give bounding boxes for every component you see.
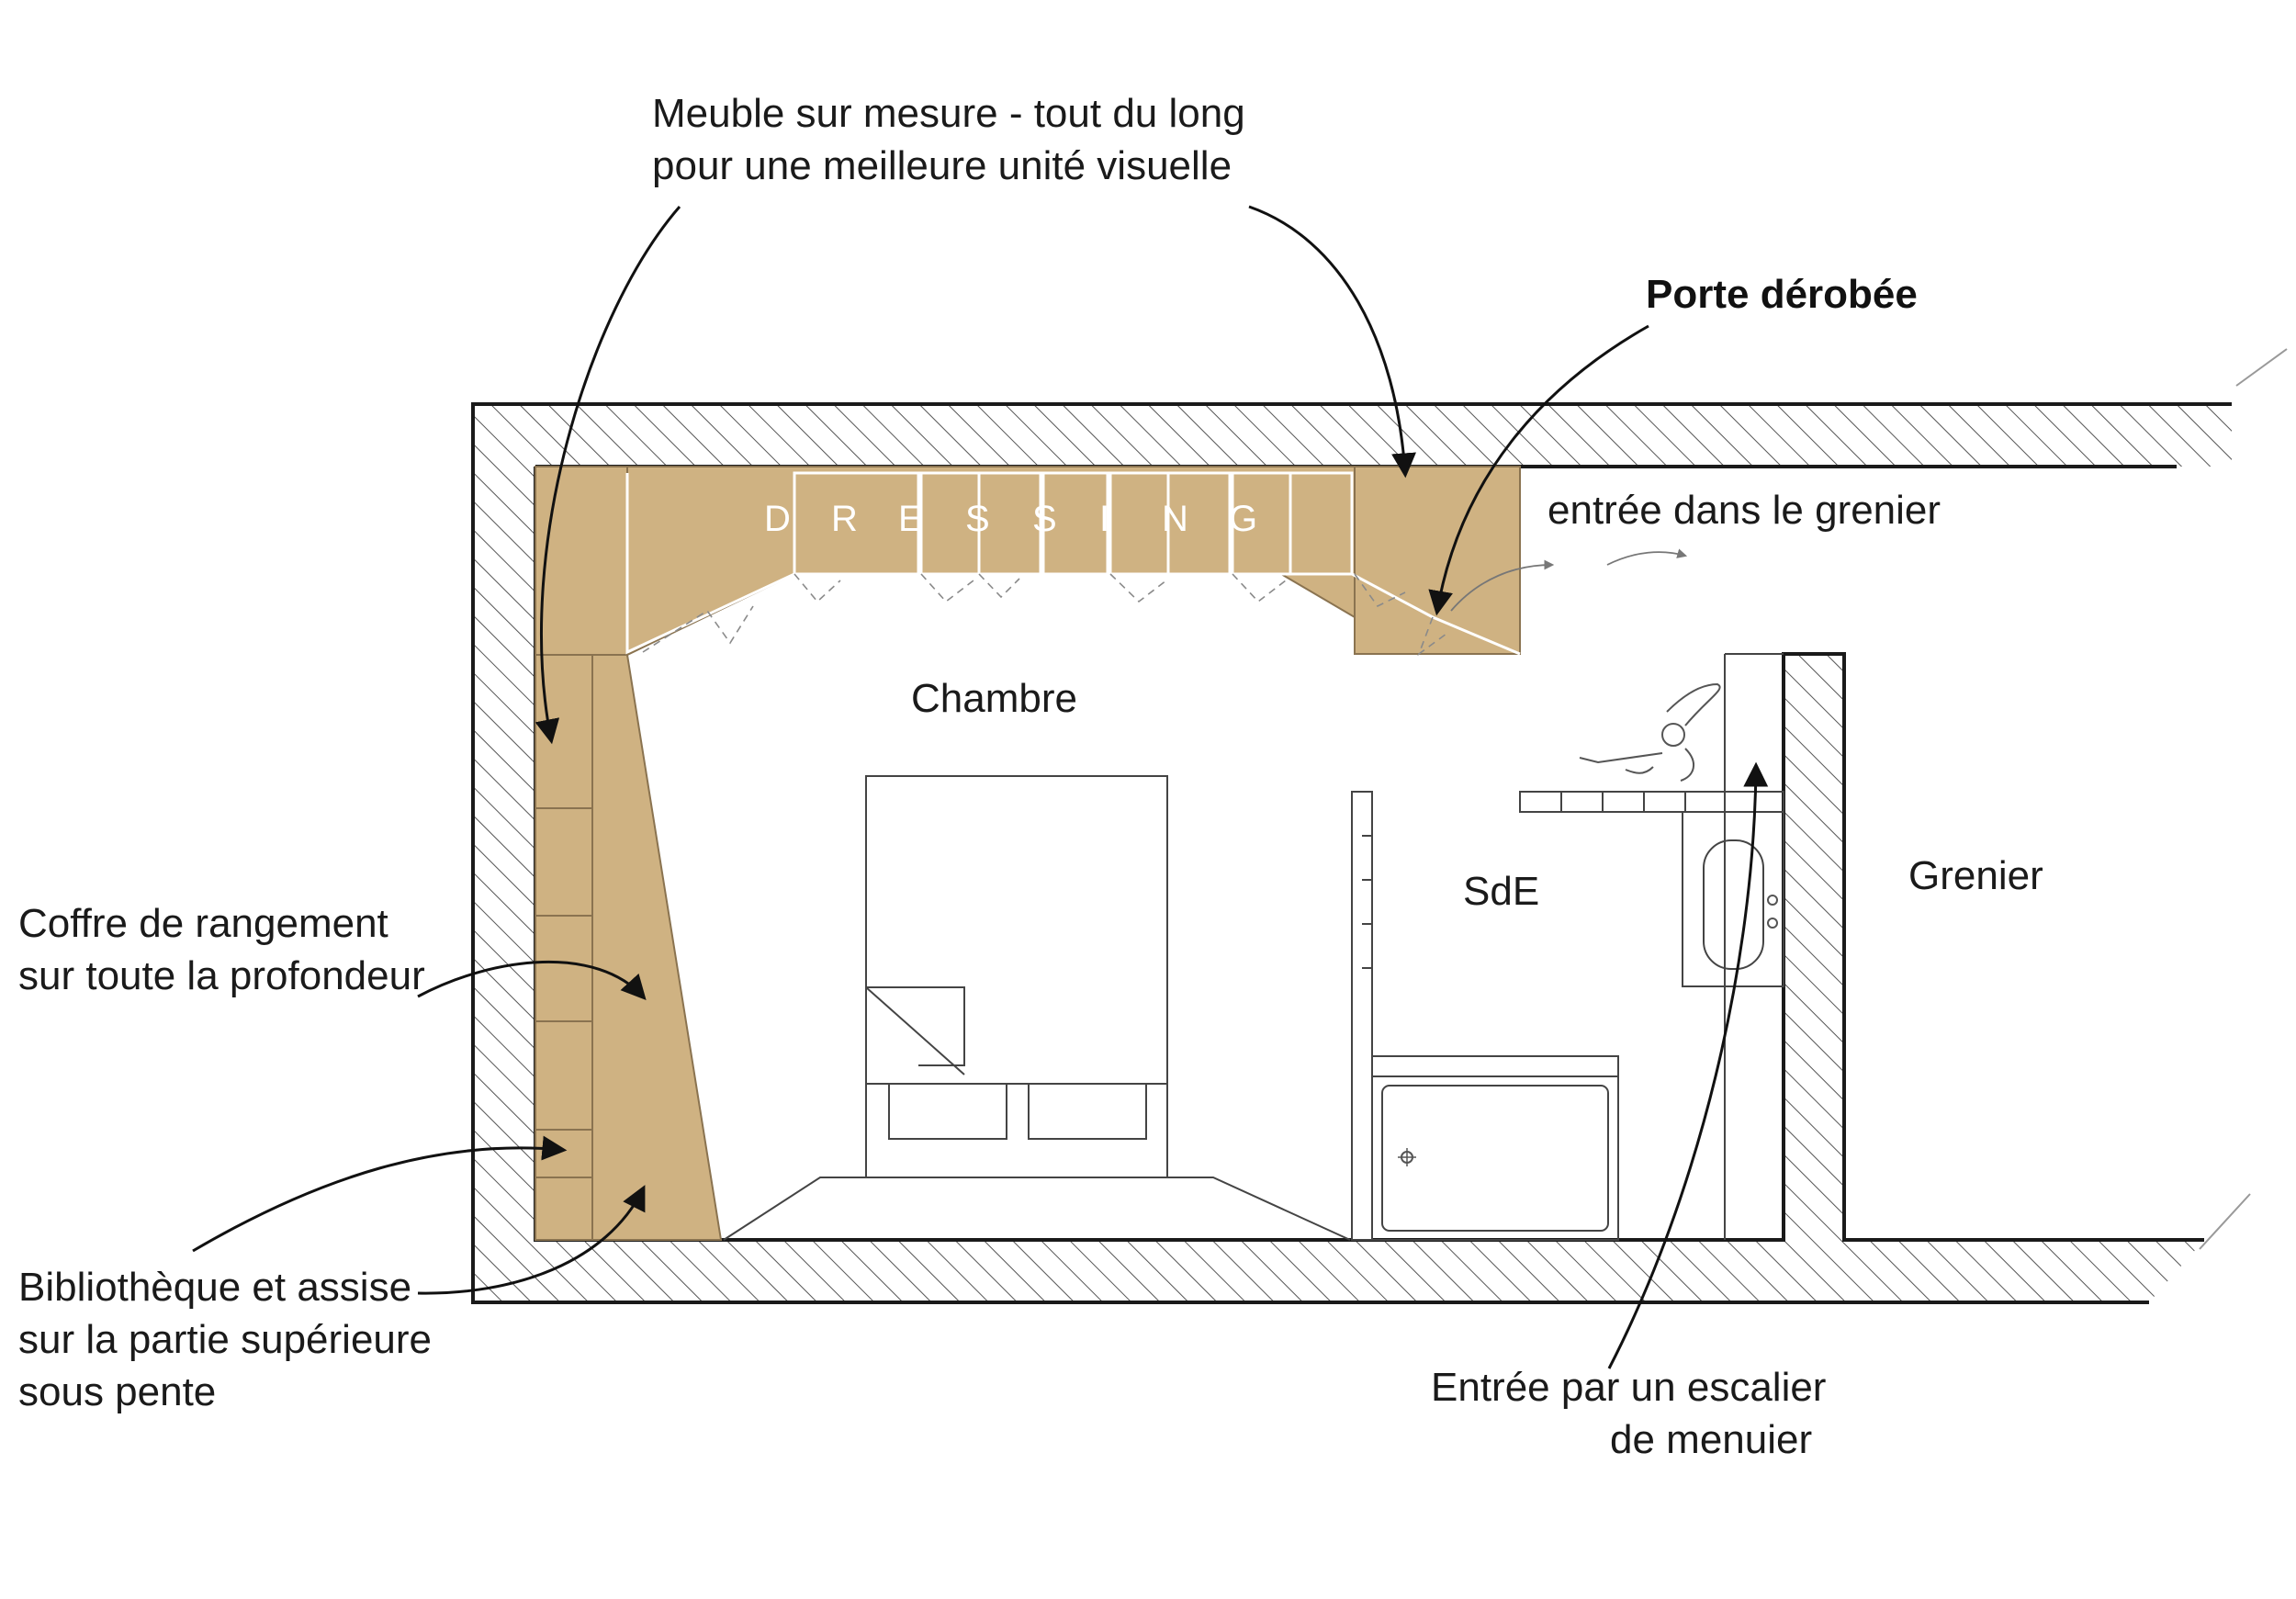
dressing-letter: D xyxy=(764,499,793,539)
annotation-coffre-line1: Coffre de rangement xyxy=(18,901,388,946)
arrow-biblio-lower xyxy=(417,1185,646,1295)
arrow-porte xyxy=(1428,324,1649,616)
arrow-meuble-right xyxy=(1248,205,1416,479)
annotation-biblio-line1: Bibliothèque et assise xyxy=(18,1265,411,1310)
arrow-biblio-upper xyxy=(192,1135,568,1253)
dressing-letter: N xyxy=(1162,499,1190,539)
annotation-biblio-line3: sous pente xyxy=(18,1369,216,1414)
dressing-letter: S xyxy=(1032,499,1059,539)
annotation-meuble-line2: pour une meilleure unité visuelle xyxy=(652,143,1232,188)
arrow-entree-grenier-small xyxy=(1450,559,1555,612)
annotation-biblio-line2: sur la partie supérieure xyxy=(18,1317,432,1362)
dressing-label: D R E S S I N G xyxy=(764,499,1259,539)
annotation-porte: Porte dérobée xyxy=(1646,272,1918,317)
arrow-escalier xyxy=(1607,761,1769,1369)
annotation-meuble-line1: Meuble sur mesure - tout du long xyxy=(652,91,1245,136)
dressing-letter: R xyxy=(831,499,860,539)
bed xyxy=(723,775,1351,1241)
door-swings xyxy=(642,573,1447,657)
wall-bottom xyxy=(473,1240,2204,1302)
wall-right-inner xyxy=(1784,654,1844,1240)
pillow xyxy=(888,1083,1007,1140)
annotation-escalier-line2: de menuier xyxy=(1610,1417,1812,1462)
dressing-letter: E xyxy=(898,499,925,539)
pillow xyxy=(1028,1083,1147,1140)
annotation-entree-grenier: entrée dans le grenier xyxy=(1548,488,1941,533)
annotation-escalier-line1: Entrée par un escalier xyxy=(1431,1365,1826,1410)
annotations: Meuble sur mesure - tout du long pour un… xyxy=(18,91,1941,1462)
custom-furniture: D R E S S I N G xyxy=(535,466,1521,1241)
room-label-chambre: Chambre xyxy=(911,676,1077,721)
dressing-letter: G xyxy=(1229,499,1259,539)
annotation-coffre-line2: sur toute la profondeur xyxy=(18,953,425,998)
vanity xyxy=(1682,811,1784,987)
dressing-letter: I xyxy=(1099,499,1111,539)
arrow-coffre xyxy=(417,960,647,1000)
storage-trunk xyxy=(591,654,723,1241)
room-label-grenier: Grenier xyxy=(1908,853,2043,898)
shelf xyxy=(1519,791,1784,813)
arrow-meuble-left xyxy=(535,206,681,745)
person-sketch xyxy=(1579,682,1721,782)
wall-left xyxy=(473,404,535,1302)
room-label-sde: SdE xyxy=(1463,869,1539,914)
dressing-letter: S xyxy=(965,499,992,539)
shower xyxy=(1371,1055,1619,1077)
bathroom-fixtures xyxy=(1351,653,1784,1241)
arrow-entree-grenier-small xyxy=(1606,548,1688,566)
room-labels: Chambre SdE Grenier xyxy=(911,676,2043,914)
